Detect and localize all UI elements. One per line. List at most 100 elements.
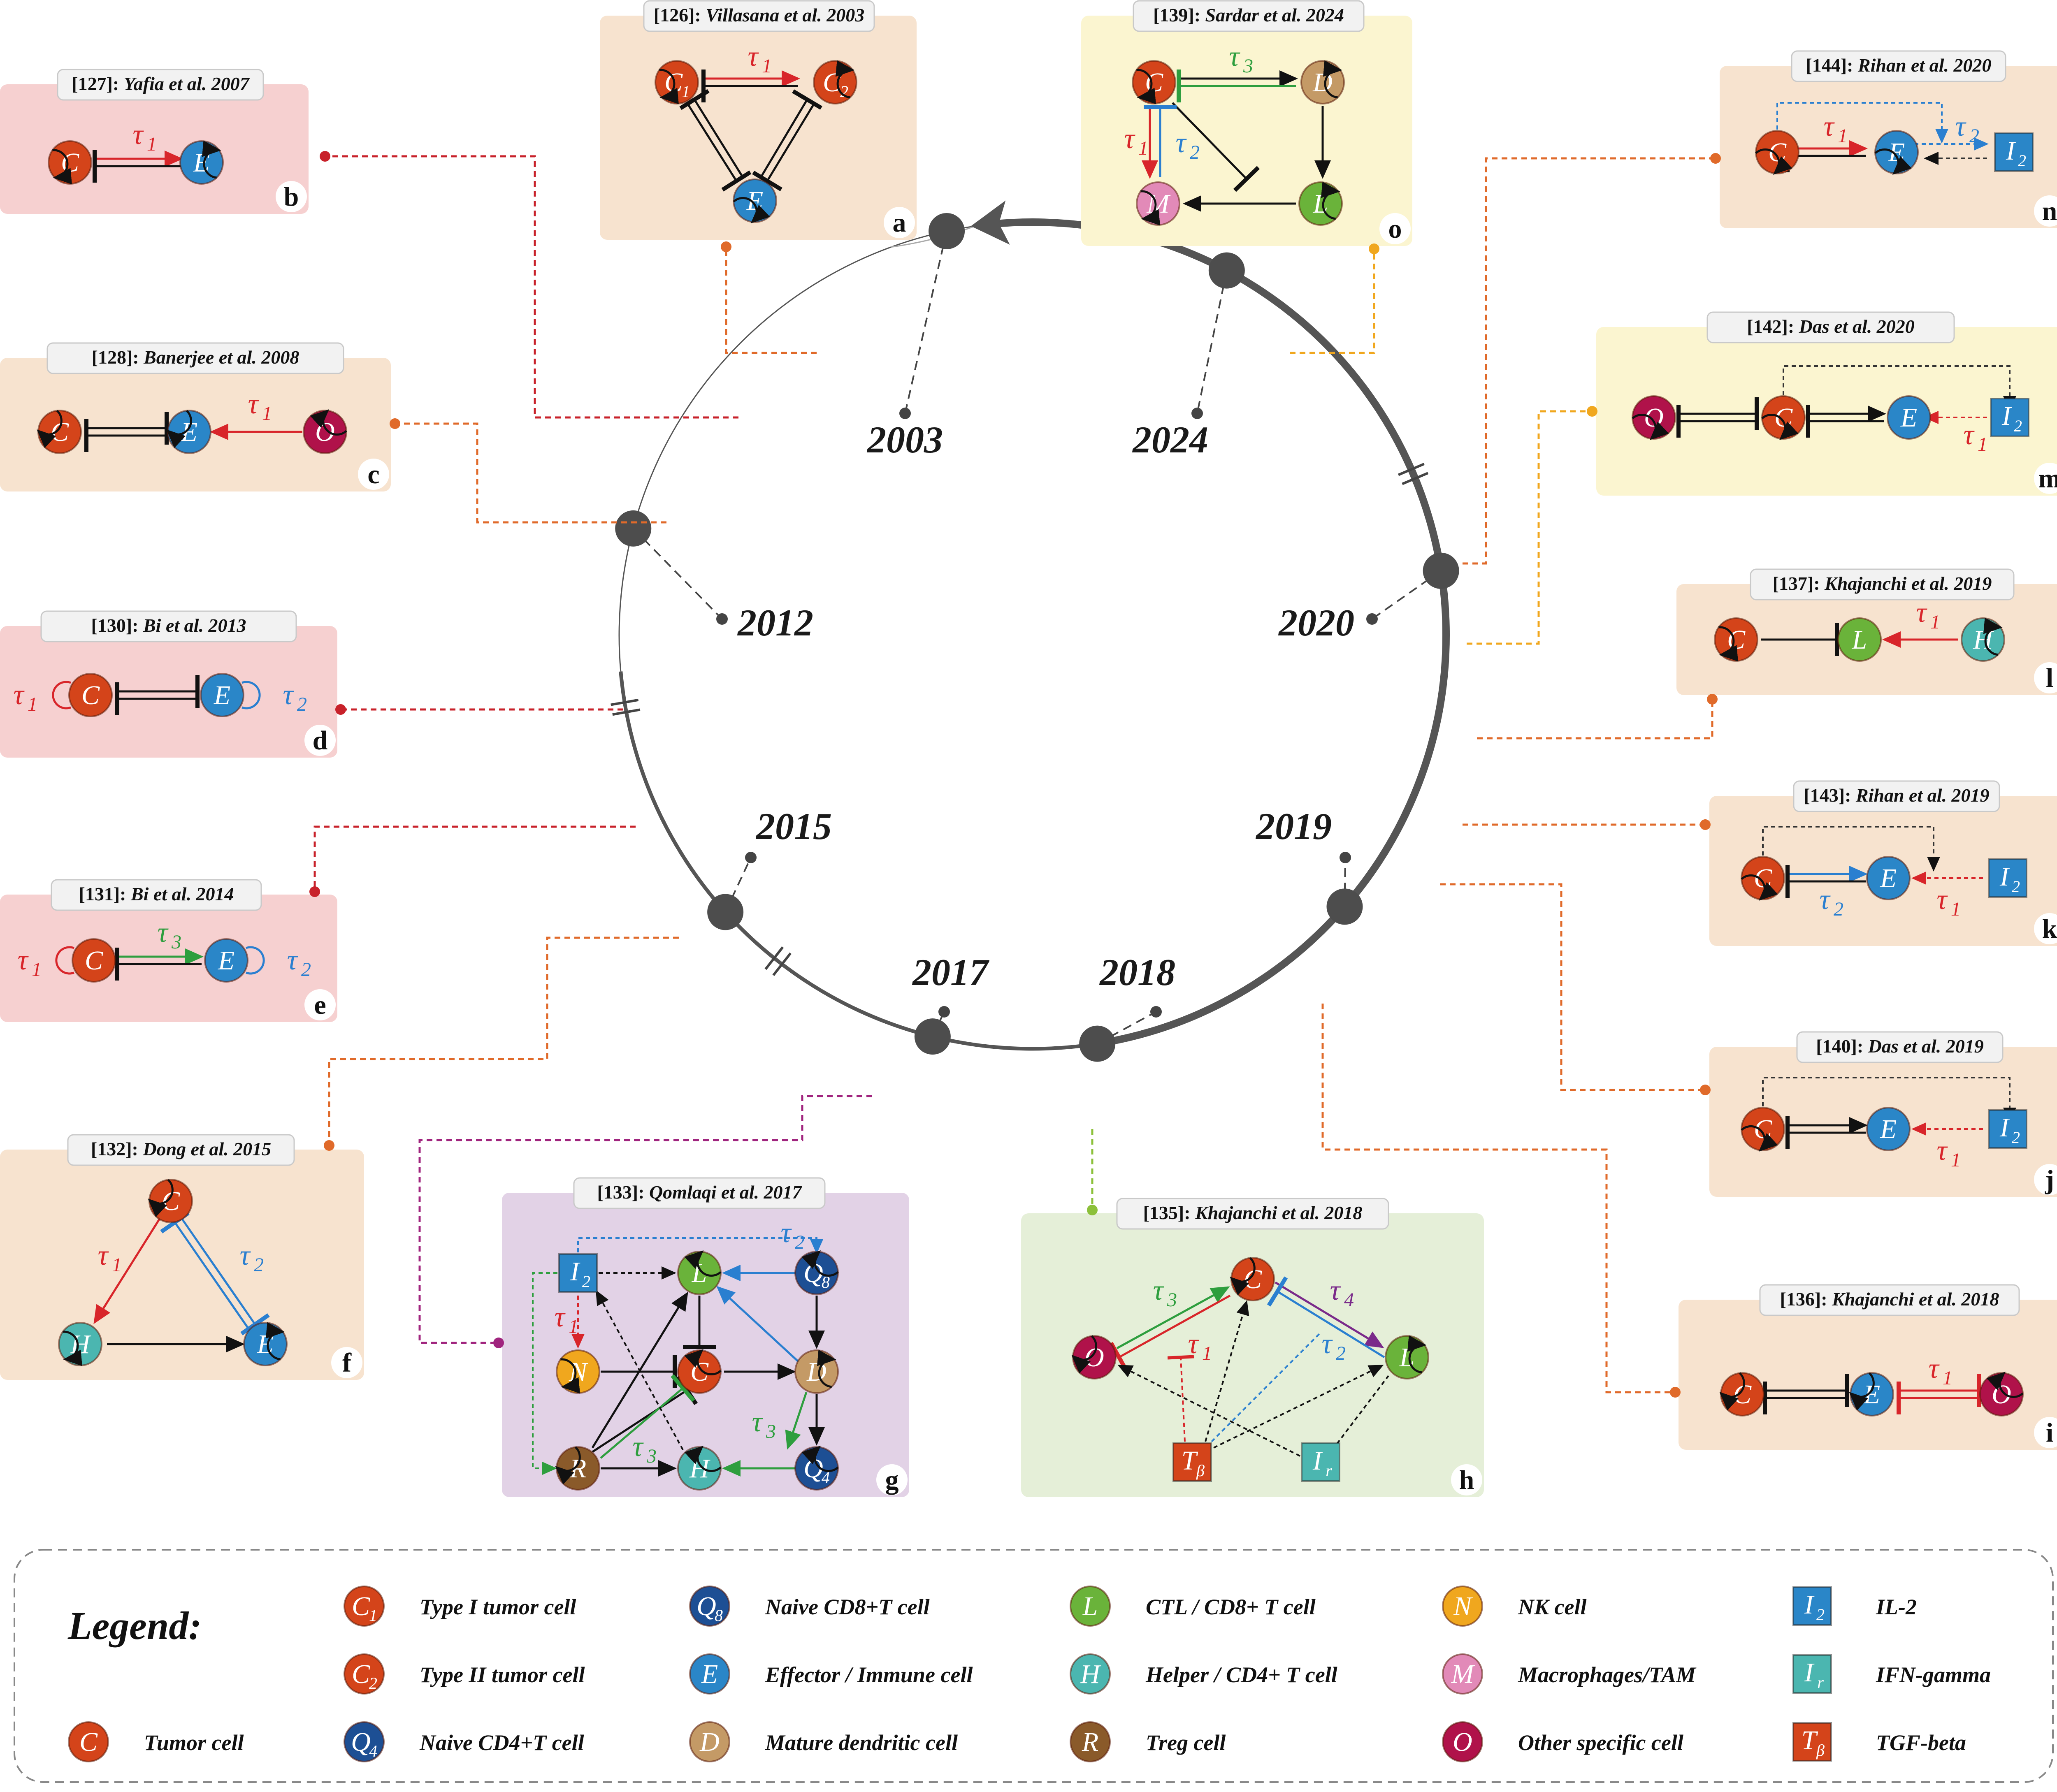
cell-circle — [689, 1721, 730, 1762]
cell-node-q8: Q8 — [689, 1586, 730, 1627]
cell-letter: C — [690, 1357, 709, 1387]
cell-letter: N — [1453, 1591, 1473, 1621]
cytokine-subscript: r — [1817, 1673, 1824, 1692]
cell-letter: O — [1992, 1379, 2011, 1409]
cell-letter: O — [1084, 1342, 1104, 1372]
cell-node-e: E — [200, 673, 244, 717]
connector-a — [725, 247, 817, 354]
tau-subscript: 2 — [301, 959, 311, 981]
cell-letter: R — [1082, 1727, 1098, 1757]
cell-node-e: E — [204, 938, 248, 983]
cell-node-q4: Q4 — [794, 1446, 839, 1491]
connector-dot — [1710, 153, 1721, 164]
cytokine-letter: T — [1182, 1446, 1198, 1476]
panel-title: [136]: Khajanchi et al. 2018 — [1780, 1289, 1999, 1310]
cell-letter: E — [746, 186, 763, 216]
legend-label: Helper / CD4+ T cell — [1145, 1662, 1337, 1687]
cell-letter: H — [1080, 1659, 1101, 1689]
cell-node-c: C — [1761, 395, 1806, 440]
cell-letter: C — [352, 1591, 370, 1621]
year-small-dot — [1340, 852, 1351, 863]
panel-letter: d — [313, 726, 328, 756]
panel-title-tab — [1133, 0, 1365, 32]
panel-letter-bg — [304, 725, 336, 756]
panel-title-tab — [1759, 1284, 2020, 1316]
cytokine-subscript: 2 — [2018, 151, 2026, 170]
cell-letter: C — [1754, 1114, 1772, 1144]
tau-subscript: 1 — [1838, 125, 1848, 147]
tau-subscript: 2 — [1969, 125, 1979, 147]
year-dot — [1423, 552, 1459, 589]
cell-letter: O — [1453, 1727, 1472, 1757]
cell-subscript: 1 — [369, 1606, 377, 1625]
year-small-dot — [1150, 1006, 1162, 1018]
cell-node-e: E — [1866, 1107, 1911, 1151]
delayed-self-loop — [55, 946, 74, 975]
edge — [1205, 1300, 1249, 1442]
legend-label: Mature dendritic cell — [765, 1730, 958, 1755]
cell-circle — [1866, 856, 1911, 900]
cytokine-square — [1988, 858, 2027, 898]
cell-node-e: E — [1866, 856, 1911, 900]
cell-letter: Q — [697, 1591, 716, 1621]
tau-symbol: τ — [1955, 111, 1966, 142]
tau-subscript: 1 — [147, 133, 157, 155]
cell-letter: C — [1754, 863, 1772, 893]
self-loop — [1986, 1371, 2024, 1398]
tau-subscript: 3 — [1167, 1289, 1177, 1311]
edge — [160, 1211, 250, 1330]
connector-b — [325, 155, 738, 419]
cytokine-subscript: 2 — [2012, 1128, 2020, 1147]
cytokine-square — [1301, 1442, 1340, 1482]
tau-symbol: τ — [752, 1406, 763, 1438]
panel-title: [140]: Das et al. 2019 — [1816, 1036, 1984, 1057]
cell-letter: C — [51, 417, 69, 447]
timeline-break-mark — [1398, 463, 1425, 476]
edge — [686, 102, 752, 192]
panel-letter-bg — [2034, 1417, 2057, 1448]
connector-dot — [1670, 1387, 1681, 1398]
panel-author: Khajanchi et al. 2018 — [1832, 1289, 1999, 1310]
tau-subscript: 2 — [297, 693, 307, 715]
tau-subscript: 1 — [1930, 611, 1940, 633]
self-loop — [801, 1445, 839, 1472]
legend-label: Effector / Immune cell — [765, 1662, 973, 1687]
panel-title: [132]: Dong et al. 2015 — [91, 1138, 271, 1159]
year-dot — [615, 510, 652, 547]
connector-l — [1477, 699, 1713, 740]
year-dot — [929, 213, 965, 249]
panel-author: Das et al. 2019 — [1868, 1036, 1984, 1057]
legend-label: Macrophages/TAM — [1518, 1662, 1697, 1687]
panel-title: [143]: Rihan et al. 2019 — [1804, 785, 1989, 806]
delayed-self-loop — [241, 681, 261, 709]
panel-title: [126]: Villasana et al. 2003 — [654, 5, 864, 26]
cell-node-e: E — [1887, 395, 1931, 440]
cell-letter: C — [85, 946, 103, 976]
cytokine-square — [1172, 1442, 1212, 1482]
connector-dot — [721, 241, 731, 252]
cell-letter: D — [699, 1727, 720, 1757]
tau-symbol: τ — [748, 41, 759, 72]
tau-symbol: τ — [1330, 1275, 1341, 1306]
self-loop — [1849, 1372, 1875, 1411]
self-loop — [659, 69, 679, 104]
tau-symbol: τ — [1928, 1353, 1940, 1384]
panel-ref: [142]: — [1747, 316, 1799, 337]
